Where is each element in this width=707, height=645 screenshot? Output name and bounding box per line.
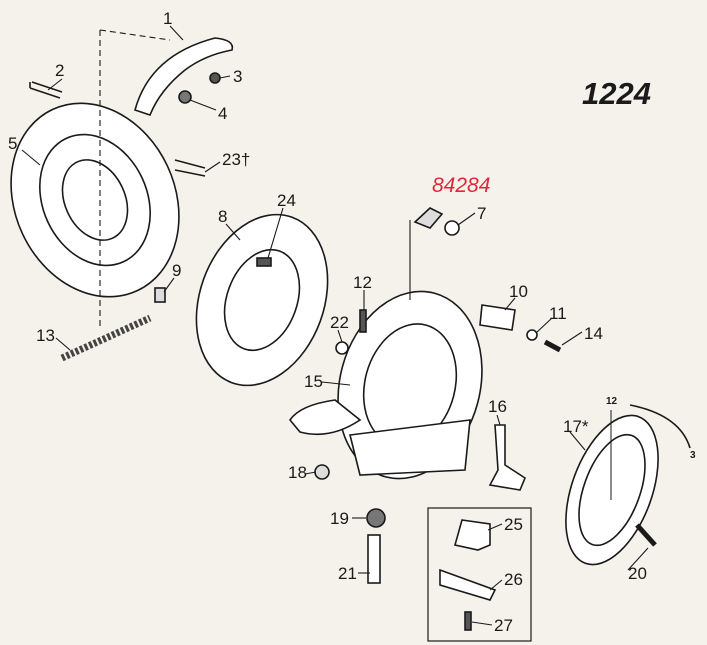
callout-11: 11 — [549, 304, 567, 323]
part-22-nut — [335, 341, 349, 355]
callout-16: 16 — [488, 397, 507, 416]
part-19-spring — [366, 508, 386, 528]
part-1-handle — [134, 37, 234, 116]
part-2-pin — [29, 81, 63, 99]
part-20-screw — [635, 523, 657, 547]
part-24-pin — [256, 257, 272, 267]
part-12-screw — [359, 309, 367, 333]
leader-lines — [21, 25, 649, 626]
part-5-die-head — [10, 102, 180, 298]
part-17-dial — [565, 414, 659, 566]
part-25-bracket — [454, 519, 491, 551]
replacement-part-number: 84284 — [432, 174, 491, 197]
callout-20: 20 — [628, 564, 647, 583]
part-84284-clip — [413, 207, 444, 229]
callout-26: 26 — [504, 570, 523, 589]
part-18-knob — [314, 464, 330, 480]
callout-23: 23† — [222, 150, 251, 169]
callout-8: 8 — [218, 207, 228, 226]
callout-12: 12 — [353, 273, 372, 292]
part-11-washer — [526, 329, 538, 341]
callout-2: 2 — [55, 61, 65, 80]
callout-19: 19 — [330, 509, 349, 528]
part-21-pin — [367, 534, 381, 584]
dial-mark-3: 3 — [690, 450, 696, 461]
model-number: 1224 — [582, 76, 651, 111]
callout-24: 24 — [277, 191, 296, 210]
part-26-plate — [439, 568, 497, 601]
callout-1: 1 — [163, 9, 173, 28]
dial-mark-12: 12 — [606, 396, 618, 407]
part-4-spring — [178, 90, 192, 104]
dial-arc — [629, 404, 691, 449]
callout-25: 25 — [504, 515, 523, 534]
part-13-spring — [60, 314, 152, 362]
callout-21: 21 — [338, 564, 357, 583]
inset-box — [427, 507, 532, 642]
callout-3: 3 — [233, 67, 243, 86]
part-7-nut — [444, 220, 460, 236]
part-10-bracket — [479, 304, 516, 331]
callout-27: 27 — [494, 616, 513, 635]
callout-7: 7 — [477, 204, 487, 223]
callout-18: 18 — [288, 463, 307, 482]
callout-14: 14 — [584, 324, 603, 343]
callout-10: 10 — [509, 282, 528, 301]
part-14-screw — [543, 339, 562, 353]
part-23-shaft — [174, 159, 206, 177]
callout-9: 9 — [172, 261, 182, 280]
part-3-nut — [209, 72, 221, 84]
part-8-disk — [195, 213, 329, 387]
callout-22: 22 — [330, 313, 349, 332]
callout-4: 4 — [218, 104, 228, 123]
callout-5: 5 — [8, 134, 18, 153]
part-9-screw — [154, 287, 166, 303]
part-27-screw — [464, 611, 472, 631]
callout-17: 17* — [563, 417, 589, 436]
callout-13: 13 — [36, 326, 55, 345]
part-16-lever — [488, 424, 526, 491]
callout-15: 15 — [304, 372, 323, 391]
